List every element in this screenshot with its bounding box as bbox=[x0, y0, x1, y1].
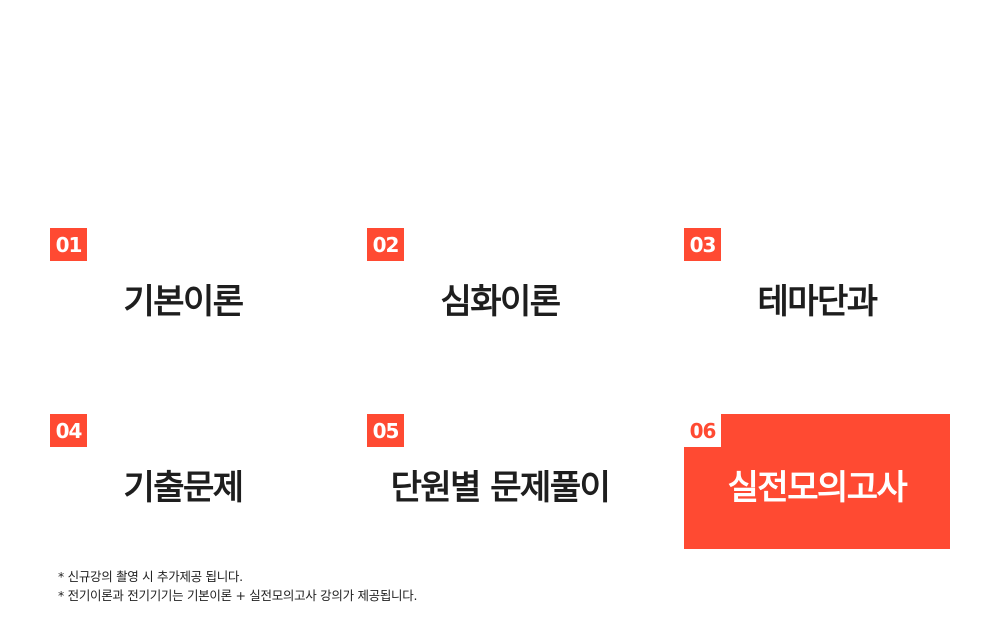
course-card-mock-exam[interactable]: 06 실전모의고사 bbox=[684, 414, 950, 549]
course-number-badge: 06 bbox=[684, 414, 721, 447]
course-title: 기출문제 bbox=[123, 468, 244, 508]
course-title: 심화이론 bbox=[440, 282, 561, 322]
course-card-advanced-theory[interactable]: 02 심화이론 bbox=[367, 228, 633, 363]
footnote-theory-courses: * 전기이론과 전기기기는 기본이론 + 실전모의고사 강의가 제공됩니다. bbox=[58, 588, 418, 603]
course-number-badge: 04 bbox=[50, 414, 87, 447]
course-number-badge: 03 bbox=[684, 228, 721, 261]
footnotes: * 신규강의 촬영 시 추가제공 됩니다. * 전기이론과 전기기기는 기본이론… bbox=[58, 567, 417, 605]
course-title: 기본이론 bbox=[123, 282, 244, 322]
course-grid: 01 기본이론 02 심화이론 03 테마단과 04 기출문제 05 단원별 문… bbox=[50, 228, 950, 549]
course-card-past-exams[interactable]: 04 기출문제 bbox=[50, 414, 316, 549]
course-card-theme-class[interactable]: 03 테마단과 bbox=[684, 228, 950, 363]
course-number-badge: 01 bbox=[50, 228, 87, 261]
course-card-unit-problems[interactable]: 05 단원별 문제풀이 bbox=[367, 414, 633, 549]
course-number-badge: 05 bbox=[367, 414, 404, 447]
course-title: 실전모의고사 bbox=[727, 468, 908, 508]
footnote-new-lectures: * 신규강의 촬영 시 추가제공 됩니다. bbox=[58, 569, 243, 584]
course-card-basic-theory[interactable]: 01 기본이론 bbox=[50, 228, 316, 363]
course-title: 테마단과 bbox=[757, 282, 878, 322]
course-number-badge: 02 bbox=[367, 228, 404, 261]
course-title: 단원별 문제풀이 bbox=[390, 468, 611, 508]
